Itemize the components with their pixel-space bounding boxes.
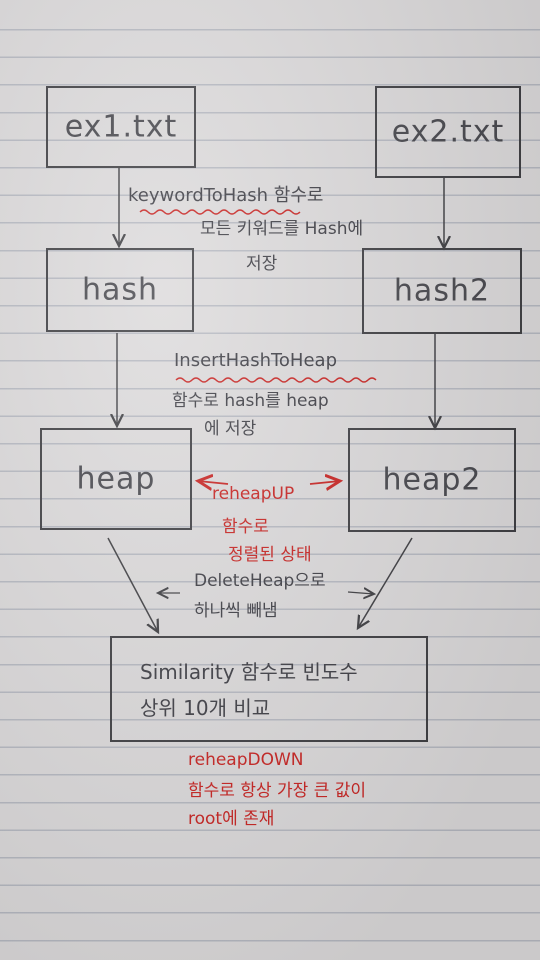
similarity-line-1: Similarity 함수로 빈도수 (140, 660, 358, 684)
ex2-box: ex2.txt (375, 86, 521, 178)
insert-note-line-2: 함수로 hash를 heap (172, 391, 329, 411)
ex1-box: ex1.txt (46, 86, 196, 168)
hash2-label: hash2 (393, 273, 491, 309)
insert-note-line-1: InsertHashToHeap (174, 350, 337, 371)
hash2-box: hash2 (362, 248, 522, 334)
ex2-label: ex2.txt (391, 114, 505, 150)
keyword-note-line-1: keywordToHash 함수로 (128, 185, 324, 206)
arrow-heap-to-similarity (107, 537, 158, 632)
ex1-label: ex1.txt (64, 109, 178, 145)
reheapdown-note-line-2: 함수로 항상 가장 큰 값이 (188, 781, 367, 801)
reheapup-note-line-2: 함수로 (222, 517, 269, 537)
reheapdown-note-line-3: root에 존재 (188, 809, 275, 829)
arrow-heap2-to-similarity (358, 537, 413, 628)
delete-note-line-2: 하나씩 빼냄 (194, 601, 278, 621)
wavy-underline-keyword (139, 209, 301, 215)
similarity-line-2: 상위 10개 비교 (140, 696, 271, 720)
arrow-reheapup-left (198, 481, 229, 484)
keyword-note-line-2: 모든 키워드를 Hash에 (200, 219, 364, 239)
similarity-box: Similarity 함수로 빈도수 상위 10개 비교 (110, 636, 428, 742)
reheapup-note-line-1: reheapUP (212, 484, 295, 504)
hash-label: hash (81, 272, 159, 308)
heap2-box: heap2 (348, 428, 516, 532)
heap-box: heap (40, 428, 192, 530)
arrow-delete-right (347, 592, 374, 594)
reheapup-note-line-3: 정렬된 상태 (228, 545, 312, 565)
hash-box: hash (46, 248, 194, 332)
delete-note-line-1: DeleteHeap으로 (194, 571, 326, 591)
keyword-note-line-3: 저장 (246, 254, 278, 274)
reheapdown-note-line-1: reheapDOWN (188, 750, 304, 770)
wavy-underline-insert (175, 377, 377, 383)
insert-note-line-3: 에 저장 (204, 419, 257, 439)
arrow-reheapup-right (309, 481, 340, 484)
heap2-label: heap2 (382, 462, 482, 498)
heap-label: heap (76, 461, 156, 497)
